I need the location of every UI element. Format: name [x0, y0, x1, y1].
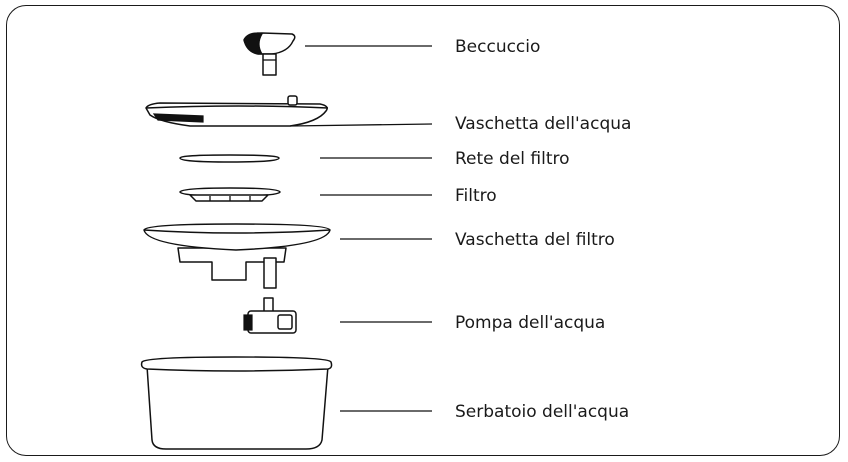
label-filter-mesh: Rete del filtro [455, 149, 570, 169]
filter-mesh-part [179, 154, 280, 163]
label-spout: Beccuccio [455, 37, 541, 57]
water-tray-part [145, 95, 329, 127]
water-tank-part [140, 356, 333, 450]
filter-tray-part [143, 223, 331, 289]
filter-part [179, 187, 281, 202]
spout-part [243, 32, 296, 76]
label-water-pump: Pompa dell'acqua [455, 313, 606, 333]
label-water-tray: Vaschetta dell'acqua [455, 114, 632, 134]
diagram-frame [6, 5, 840, 456]
label-filter: Filtro [455, 186, 497, 206]
water-pump-part [243, 297, 297, 334]
label-filter-tray: Vaschetta del filtro [455, 230, 615, 250]
label-water-tank: Serbatoio dell'acqua [455, 402, 630, 422]
leader-line-water-tray [289, 123, 433, 127]
